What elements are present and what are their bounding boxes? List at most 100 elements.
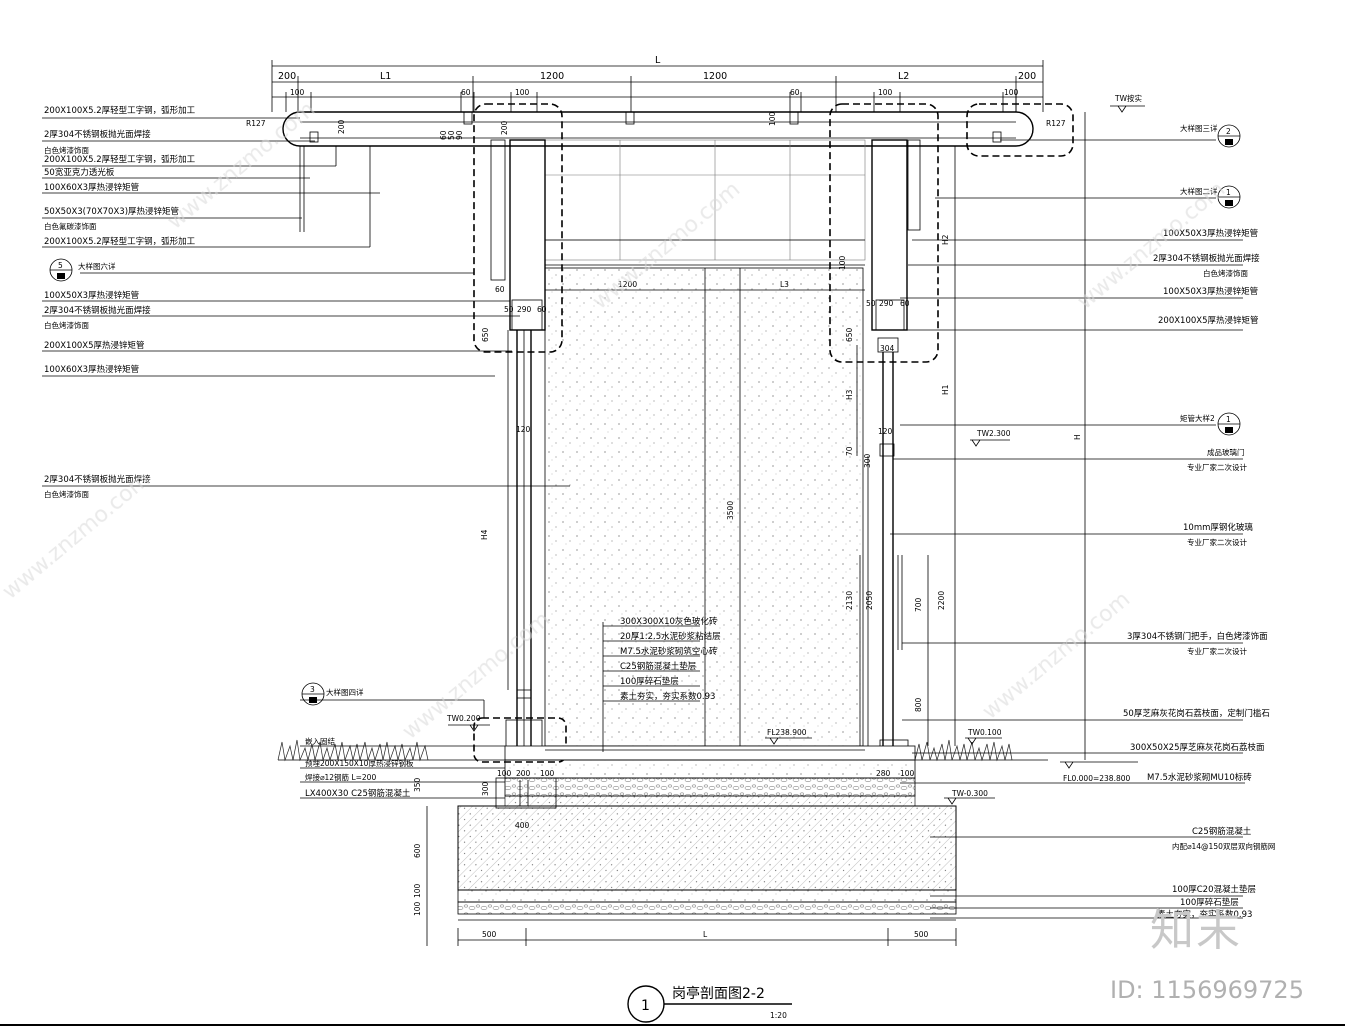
radius-right: R127 — [1046, 119, 1066, 128]
svg-text:2: 2 — [1226, 127, 1231, 136]
callout-left-1: 2厚304不锈钢板抛光面焊接 — [44, 129, 151, 140]
callout-left-0: 200X100X5.2厚轻型工字钢，弧形加工 — [44, 105, 196, 116]
dim-100-a: 100 — [497, 769, 512, 778]
floor-layer-1: 20厚1:2.5水泥砂浆粘结层 — [620, 631, 721, 642]
interior-wall — [544, 267, 864, 747]
note-rebar: 焊接⌀12钢筋 L=200 — [305, 772, 376, 782]
title-section-mark: 1 — [641, 998, 650, 1014]
watermark-site-4: www.znzmo.com — [0, 467, 155, 605]
callout-right-10: 专业厂家二次设计 — [1187, 462, 1247, 472]
svg-text:1: 1 — [1226, 415, 1231, 424]
callout-right-1: 大样图三详 — [1180, 123, 1218, 133]
dim-200-col: 200 — [500, 120, 509, 135]
dim-H4: H4 — [480, 529, 489, 540]
callout-right-16: 300X50X25厚芝麻灰花岗石荔枝面 — [1130, 742, 1265, 753]
svg-text:1: 1 — [1226, 188, 1231, 197]
dim-100-roof: 100 — [768, 111, 777, 126]
dim-304: 304 — [880, 344, 895, 353]
dim-sub-3: 60 — [790, 88, 800, 97]
detail-mark-1b: 1 — [1217, 412, 1241, 436]
callout-right-13: 3厚304不锈钢门把手，白色烤漆饰面 — [1127, 631, 1268, 642]
dim-650-r: 650 — [845, 327, 854, 342]
dim-L3: L3 — [780, 280, 789, 289]
dim-800: 800 — [914, 697, 923, 712]
watermark-site-6: www.znzmo.com — [978, 587, 1135, 725]
callout-left-4: 50宽亚克力透光板 — [44, 167, 115, 178]
foundation — [457, 777, 957, 921]
callout-right-14: 专业厂家二次设计 — [1187, 646, 1247, 656]
lower-left-notes: 大样图四详 嵌入固结 预埋200X150X10厚热浸锌钢板 焊接⌀12钢筋 L=… — [300, 687, 505, 799]
dim-H3: H3 — [845, 389, 854, 400]
dim-H1: H1 — [941, 384, 950, 395]
callout-right-15: 50厚芝麻灰花岗石荔枝面，定制门槛石 — [1123, 708, 1270, 719]
dim-L-bottom: L — [703, 930, 708, 939]
level-tw0200: TW0.200 — [446, 714, 481, 723]
callout-left-10: 100X50X3厚热浸锌矩管 — [44, 290, 139, 301]
dim-seg-3: 1200 — [703, 71, 727, 82]
detail-marks: 5 2 1 1 3 — [49, 124, 1241, 706]
callout-right-19: 内配⌀14@150双层双向钢筋网 — [1172, 841, 1275, 851]
dim-50-r: 50 — [866, 299, 876, 308]
callout-right-8: 矩管大样2 — [1180, 413, 1215, 423]
dim-overall-L: L — [655, 55, 661, 66]
dim-sub-2: 100 — [515, 88, 530, 97]
floor-layer-3: C25钢筋混凝土垫层 — [620, 661, 696, 672]
callout-left-2: 白色烤漆饰面 — [44, 145, 89, 155]
dim-100-b: 100 — [540, 769, 555, 778]
callout-left-3: 200X100X5.2厚轻型工字钢，弧形加工 — [44, 154, 196, 165]
dim-sub-4: 100 — [878, 88, 893, 97]
dim-290-r: 290 — [879, 299, 894, 308]
dim-400: 400 — [515, 821, 530, 830]
dim-60-roof: 60 — [439, 130, 448, 140]
callout-right-3: 100X50X3厚热浸锌矩管 — [1163, 228, 1258, 239]
dim-90-roof: 90 — [455, 130, 464, 140]
callout-left-6: 50X50X3(70X70X3)厚热浸锌矩管 — [44, 206, 179, 217]
title-scale: 1:20 — [770, 1011, 787, 1020]
dim-200-a: 200 — [516, 769, 531, 778]
page-title: 岗亭剖面图2-2 — [672, 985, 765, 1002]
dim-seg-0: 200 — [278, 71, 296, 82]
level-tw0100: TW0.100 — [967, 728, 1002, 737]
dim-seg-4: L2 — [898, 71, 909, 82]
level-tw-0300: TW-0.300 — [951, 789, 988, 798]
left-callouts: 200X100X5.2厚轻型工字钢，弧形加工 2厚304不锈钢板抛光面焊接 白色… — [42, 105, 570, 499]
callout-right-5: 白色烤漆饰面 — [1203, 268, 1248, 278]
dim-50-roof: 50 — [447, 130, 456, 140]
note-embed: 嵌入固结 — [305, 736, 335, 746]
dim-600: 600 — [413, 843, 422, 858]
watermark-brand: 知末 — [1150, 905, 1242, 956]
dim-sub-0: 100 — [290, 88, 305, 97]
dim-H: H — [1073, 434, 1082, 440]
level-tw2300: TW2.300 — [976, 429, 1011, 438]
dim-300-l: 300 — [481, 781, 490, 796]
note-detail4: 大样图四详 — [326, 687, 364, 697]
detail-mark-2: 2 — [1217, 124, 1241, 148]
svg-text:5: 5 — [58, 261, 63, 270]
callout-right-7: 200X100X5厚热浸锌矩管 — [1158, 315, 1259, 326]
callout-left-13: 200X100X5厚热浸锌矩管 — [44, 340, 145, 351]
top-dimensions: L 200 L1 1200 1200 L2 200 100 60 100 60 … — [271, 55, 1044, 112]
dim-2200: 2200 — [937, 591, 946, 610]
dim-650-l: 650 — [481, 327, 490, 342]
callout-left-11: 2厚304不锈钢板抛光面焊接 — [44, 305, 151, 316]
roof-beam: R127 R127 — [246, 111, 1066, 232]
right-column — [871, 139, 921, 749]
dim-700: 700 — [914, 597, 923, 612]
dim-seg-1: L1 — [380, 71, 391, 82]
callout-left-7: 白色氟碳漆饰面 — [44, 221, 97, 231]
callout-right-9: 成品玻璃门 — [1207, 447, 1245, 457]
dim-50-l: 50 — [504, 305, 514, 314]
left-column — [490, 139, 546, 751]
callout-right-4: 2厚304不锈钢板抛光面焊接 — [1153, 253, 1260, 264]
dim-100-e: 100 — [413, 901, 422, 916]
level-fl238900: FL238.900 — [767, 728, 807, 737]
right-vertical-dims — [426, 112, 1086, 946]
callout-right-6: 100X50X3厚热浸锌矩管 — [1163, 286, 1258, 297]
dim-100-r: 100 — [838, 255, 847, 270]
dim-280: 280 — [876, 769, 891, 778]
callout-right-22: 素土夯实，夯实系数0.93 — [1157, 909, 1252, 920]
callout-left-15: 2厚304不锈钢板抛光面焊接 — [44, 474, 151, 485]
radius-left: R127 — [246, 119, 266, 128]
callout-left-5: 100X60X3厚热浸锌矩管 — [44, 182, 139, 193]
